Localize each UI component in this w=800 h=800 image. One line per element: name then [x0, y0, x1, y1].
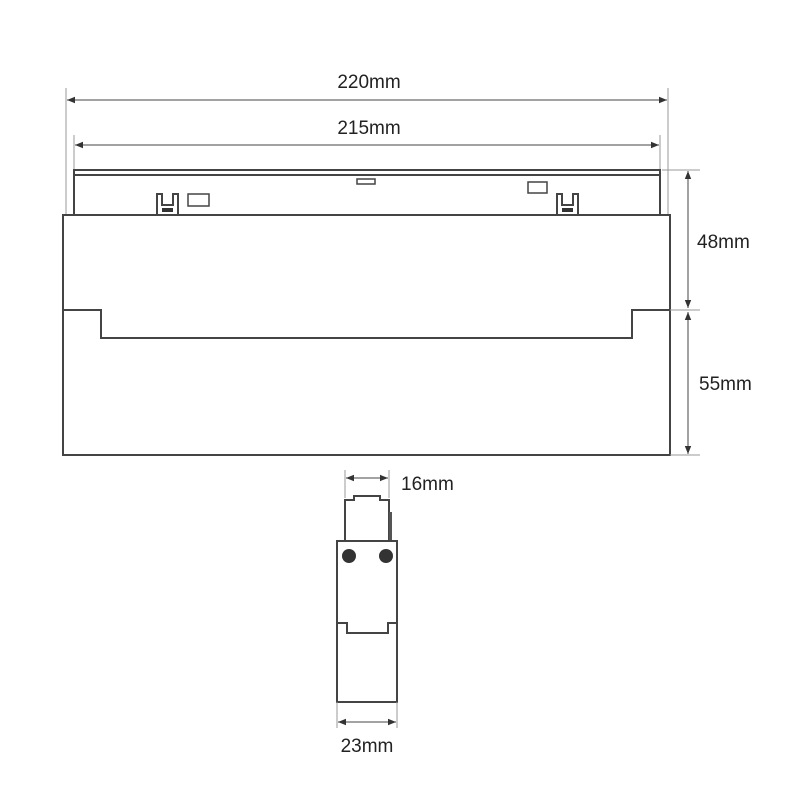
body-profile-line: [63, 309, 670, 339]
dimension-label-23: 23mm: [341, 736, 394, 757]
front-view: 220mm 215mm 48mm 55mm: [62, 72, 752, 456]
screw: [342, 549, 356, 563]
clip: [556, 193, 579, 215]
dimension-label-48: 48mm: [697, 232, 750, 253]
dimension-label-215: 215mm: [337, 118, 400, 139]
side-tab: [389, 512, 392, 540]
screw: [379, 549, 393, 563]
side-rail: [344, 495, 390, 541]
clip-contact: [162, 208, 173, 212]
clip: [156, 193, 179, 215]
dimension-label-220: 220mm: [337, 72, 400, 93]
slot: [187, 193, 210, 207]
dimension-label-16: 16mm: [401, 474, 454, 495]
clip-contact: [562, 208, 573, 212]
dimension-label-55: 55mm: [699, 374, 752, 395]
light-body: [62, 214, 671, 456]
side-profile-line: [337, 622, 397, 634]
side-body: [336, 540, 398, 703]
side-view: 16mm 23mm: [336, 470, 454, 757]
slot: [356, 178, 376, 185]
slot: [527, 181, 548, 194]
